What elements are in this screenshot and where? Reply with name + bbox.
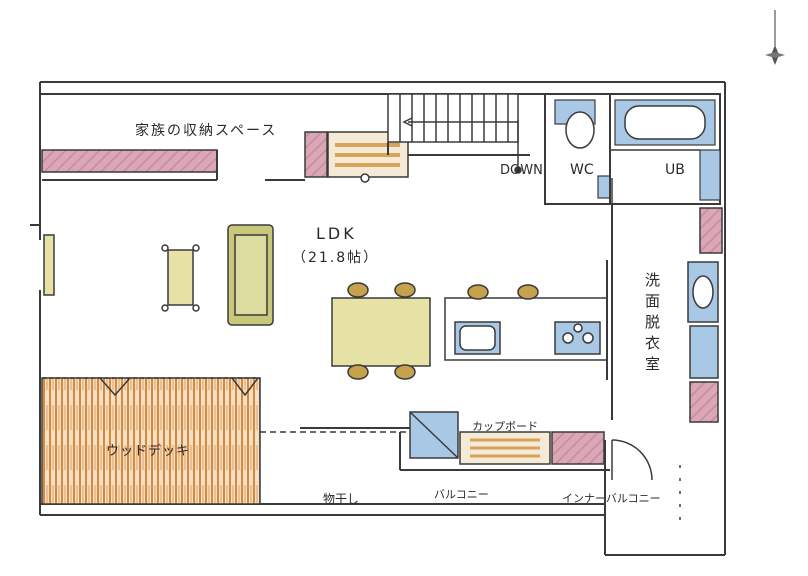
coffee-table [161,244,200,312]
north-arrow-icon [765,10,785,65]
staircase [327,93,530,183]
wood-deck-label: ウッドデッキ [106,444,191,459]
cupboard-label: カップボード [472,420,538,433]
ub-label: UB [665,162,685,178]
wood-deck [41,377,261,505]
wc-room [544,93,613,205]
kitchen-island [444,260,608,380]
inner-balcony-label: インナーバルコニー [562,492,661,505]
wc-label: WC [570,162,594,178]
ldk-area-label: （21.8帖） [292,250,380,266]
family-storage-label: 家族の収納スペース [135,123,278,139]
bath-room [609,93,721,205]
sofa [227,224,274,326]
washroom-fixtures [611,204,723,423]
balcony-label: バルコニー [434,488,489,501]
washroom-label: 洗面脱衣室 [643,272,661,377]
dining-table [331,282,431,380]
cupboard [260,411,610,471]
stairs-down-label: DOWN [500,163,543,178]
tv-board [43,234,55,296]
ldk-label: LDK [316,224,357,243]
inner-balcony [611,439,681,530]
storage-area [41,131,328,181]
drying-label: 物干し [323,492,360,506]
